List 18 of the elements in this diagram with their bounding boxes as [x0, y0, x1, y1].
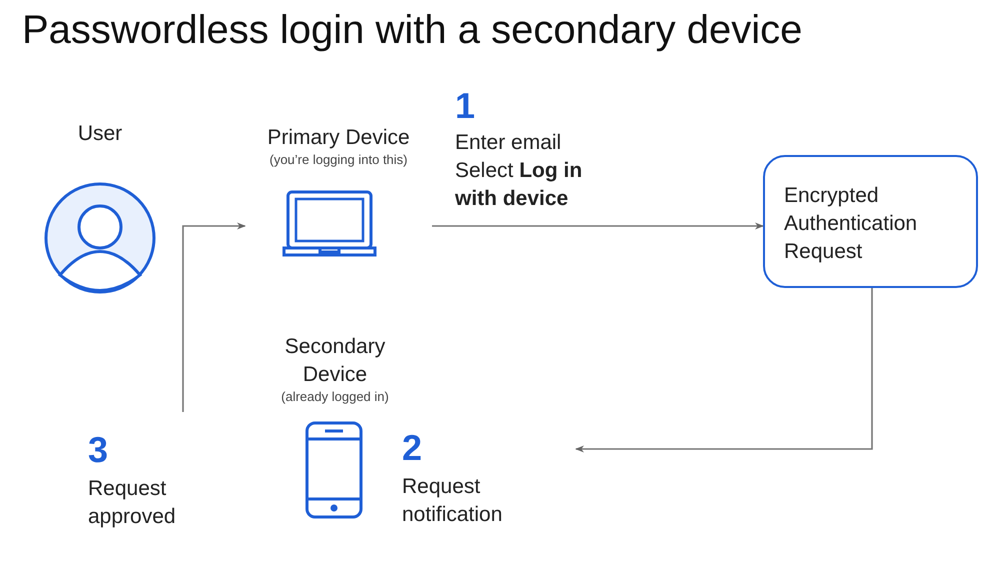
process-box [763, 155, 978, 288]
step-text: Select Log in with device [455, 158, 584, 212]
node-caption: (you’re logging into this) [268, 152, 409, 167]
node-label: Primary Device [266, 125, 411, 151]
step-text: Enter email [455, 130, 562, 156]
node-label: Request notification [402, 474, 504, 528]
node-label: Secondary Device [284, 334, 386, 388]
node-label: Request approved [88, 476, 177, 530]
arrow [432, 222, 764, 230]
title: Passwordless login with a secondary device [22, 8, 802, 53]
step-number: 3 [88, 430, 110, 470]
node-label: User [76, 121, 124, 147]
arrow [182, 222, 246, 412]
step-number: 2 [402, 428, 424, 468]
node-caption: (already logged in) [280, 389, 390, 404]
arrow [575, 288, 873, 453]
node-label: Encrypted Authentication Request [784, 183, 918, 265]
step-number: 1 [455, 86, 476, 126]
